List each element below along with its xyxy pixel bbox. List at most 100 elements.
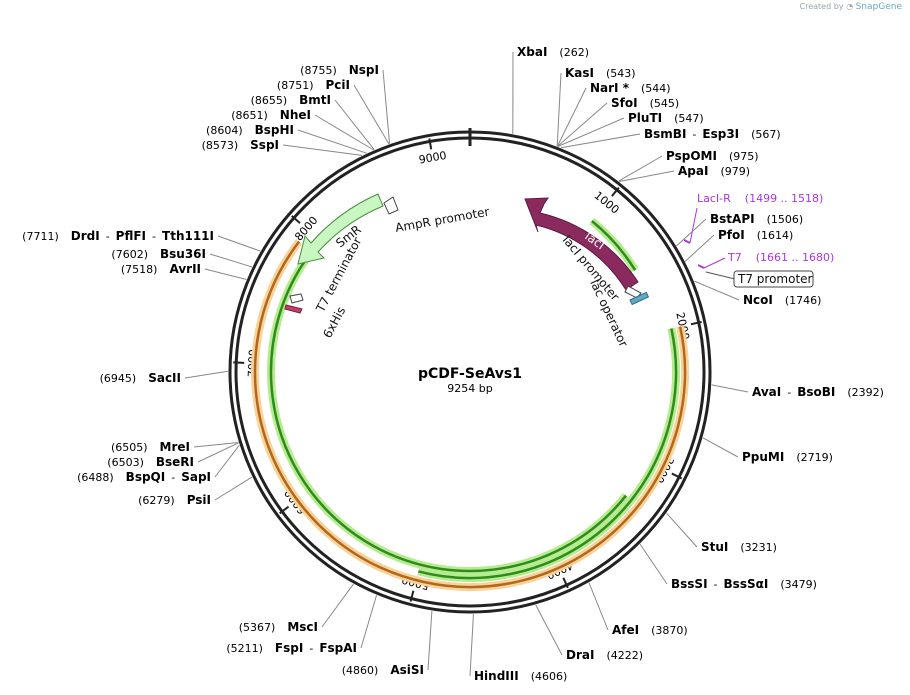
ampr-promoter-arrow (383, 196, 399, 215)
enzyme-leader-nspi (382, 69, 391, 144)
enzyme-name: SacII (148, 371, 181, 385)
enzyme-leader-sfoi (557, 102, 608, 147)
enzyme-name: SapI (181, 470, 211, 484)
enzyme-label-nhei: (8651)NheI (231, 108, 311, 122)
tick-mark (562, 577, 569, 589)
enzyme-name: SspI (250, 138, 279, 152)
enzyme-label-ppumi: PpuMI(2719) (742, 450, 833, 464)
enzyme-position: (4606) (531, 670, 568, 683)
enzyme-name: NarI * (590, 81, 630, 95)
tick-mark (428, 138, 433, 150)
enzyme-leader-bsphi (297, 129, 367, 154)
enzyme-leader-avrii (204, 268, 247, 281)
enzyme-leader-apai (619, 170, 675, 183)
enzyme-label-nari: NarI * (544) (590, 81, 671, 95)
ampr-promoter-label: AmpR promoter (394, 205, 490, 235)
enzyme-leader-sspi (282, 144, 363, 156)
enzyme-position: (7711) (22, 230, 59, 243)
enzyme-position: (8604) (206, 124, 243, 137)
tick-label: 9000 (418, 149, 448, 167)
plasmid-size: 9254 bp (447, 382, 492, 395)
tick-mark (611, 186, 620, 197)
enzyme-position: (6488) (77, 471, 114, 484)
primer-laci-r-leader (689, 207, 698, 244)
enzyme-name: FspAI (319, 641, 357, 655)
enzyme-label-hindiii: HindIII (4606) (474, 669, 567, 683)
enzyme-position: (6279) (138, 494, 175, 507)
enzyme-name: HindIII (474, 669, 519, 683)
primer-laci-r-name: LacI-R (697, 192, 731, 205)
enzyme-leaders (184, 51, 749, 677)
enzyme-separator: - (152, 230, 156, 243)
enzyme-leader-stui (666, 512, 698, 548)
enzyme-position: (7518) (121, 263, 158, 276)
t7-promoter-label: T7 promoter (737, 272, 813, 286)
plasmid-name: pCDF-SeAvs1 (418, 366, 522, 382)
enzyme-label-nspi: (8755)NspI (300, 63, 379, 77)
primer-labels: LacI-R(1499 .. 1518) T7(1661 .. 1680) (697, 192, 834, 264)
tick-mark (690, 320, 702, 326)
enzyme-name: SfoI (611, 96, 638, 110)
enzyme-position: (3870) (651, 624, 688, 637)
tick-label: 1000 (592, 189, 622, 217)
laci-arrow (524, 197, 639, 291)
enzyme-name: FspI (275, 641, 303, 655)
enzyme-position: (3479) (780, 578, 817, 591)
primer-laci-r-label: LacI-R(1499 .. 1518) (697, 192, 823, 205)
enzyme-position: (1614) (757, 229, 794, 242)
t7-promoter: T7 promoter (705, 270, 814, 288)
enzyme-position: (6945) (100, 372, 137, 385)
enzyme-position: (547) (674, 112, 704, 125)
enzyme-name: AvaI (752, 385, 781, 399)
tick-mark (279, 505, 290, 515)
enzyme-leader-bstapi (676, 218, 707, 247)
enzyme-leader-msci (321, 583, 354, 628)
enzyme-label-bsphi: (8604) BspHI (206, 123, 294, 137)
enzyme-position: (6505) (111, 441, 148, 454)
enzyme-leader-bsu36i (209, 253, 253, 268)
enzyme-label-sspi: (8573)SspI (202, 138, 279, 152)
enzyme-separator: - (106, 230, 110, 243)
enzyme-position: (567) (751, 128, 781, 141)
snapgene-credit: Created by ◔ SnapGene (800, 2, 903, 12)
primer-t7-label: T7(1661 .. 1680) (727, 251, 834, 264)
enzyme-label-pspomi: PspOMI(975) (666, 149, 759, 163)
enzyme-name: BmtI (299, 93, 331, 107)
enzyme-label-xbai: XbaI(262) (517, 45, 589, 59)
enzyme-label-msci: (5367)MscI (239, 620, 318, 634)
enzyme-name: XbaI (517, 45, 547, 59)
enzyme-position: (7602) (111, 248, 148, 261)
orf-arcs (251, 217, 689, 591)
enzyme-leader-sacii (184, 370, 229, 379)
enzyme-label-pfoi: PfoI(1614) (718, 228, 793, 242)
tick-mark (291, 215, 301, 224)
enzyme-name: PpuMI (742, 450, 784, 464)
enzyme-leader-pcii (353, 84, 390, 145)
enzyme-leader-hindiii (469, 613, 474, 677)
smr-feature: SmR AmpR promoter (297, 193, 490, 265)
orf-green-bottom (269, 250, 627, 573)
enzyme-label-bstapi: BstAPI(1506) (710, 212, 803, 226)
enzyme-name: Bsu36I (160, 247, 206, 261)
enzyme-position: (6503) (107, 456, 144, 469)
enzyme-leader-nhei (314, 114, 374, 151)
enzyme-name: PciI (326, 78, 351, 92)
enzyme-leader-bsmbi (560, 133, 641, 149)
tick-mark (409, 590, 415, 602)
enzyme-position: (8655) (251, 94, 288, 107)
enzyme-name: BssSαI (724, 577, 769, 591)
enzyme-name: KasI (565, 66, 594, 80)
t7-terminator-arrow (289, 293, 304, 304)
enzyme-name: BspQI (126, 470, 166, 484)
enzyme-labels: XbaI(262)KasI(543)NarI *(544)SfoI(545)Pl… (22, 45, 884, 683)
tick-mark (671, 472, 683, 480)
enzyme-name: BspHI (255, 123, 294, 137)
enzyme-label-bsssi: BssSI-BssSαI(3479) (671, 577, 817, 591)
enzyme-position: (4860) (342, 664, 379, 677)
enzyme-label-fspi: (5211)FspI-FspAI (226, 641, 357, 655)
enzyme-label-psii: (6279)PsiI (138, 493, 211, 507)
enzyme-leader-kasi (556, 72, 562, 147)
t7-promoter-leader (705, 271, 736, 280)
enzyme-position: (544) (641, 82, 671, 95)
enzyme-name: MreI (160, 440, 190, 454)
